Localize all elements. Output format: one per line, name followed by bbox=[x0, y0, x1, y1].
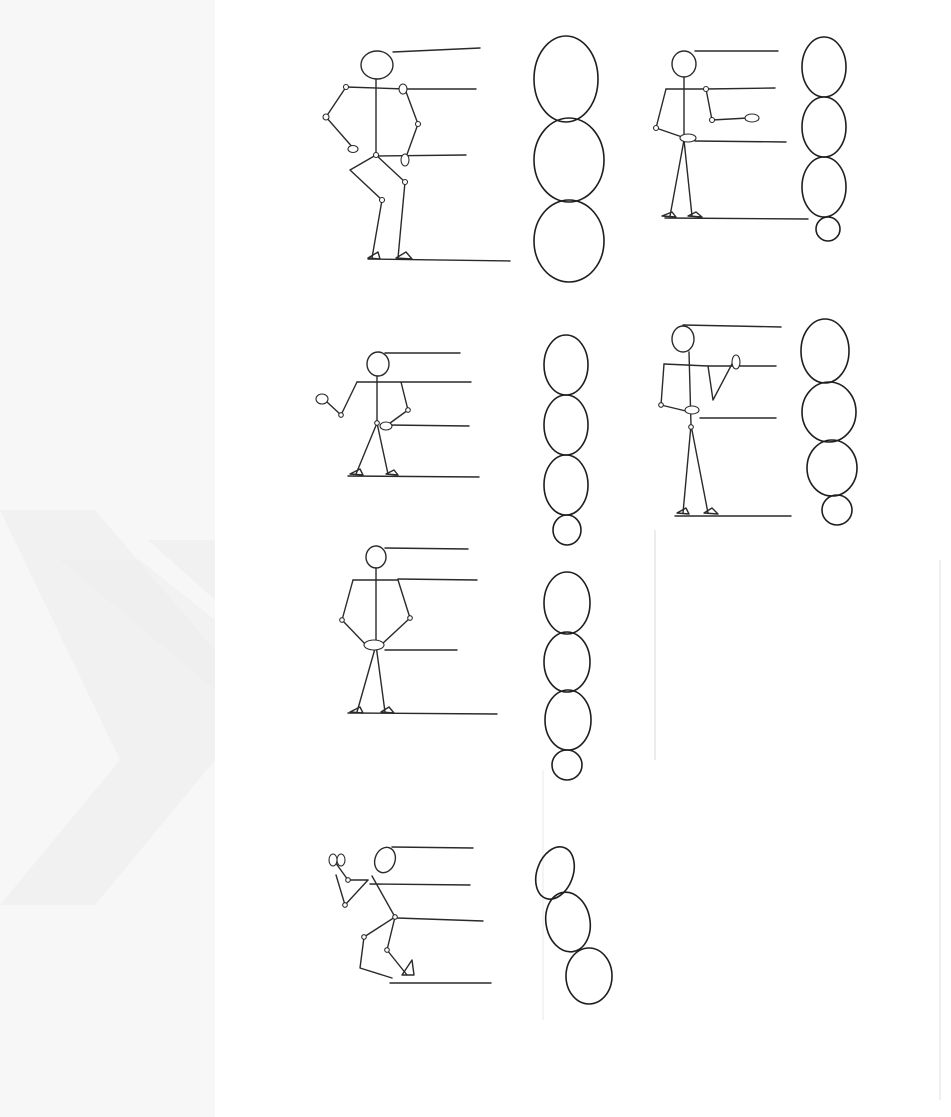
shoulder-guide-line bbox=[370, 884, 470, 885]
ground-line bbox=[348, 713, 497, 714]
ground-line bbox=[665, 218, 808, 219]
ground-line bbox=[348, 476, 479, 477]
hip-guide-line bbox=[378, 155, 466, 156]
head-guide-line bbox=[385, 548, 468, 549]
shoulder-guide-line bbox=[706, 88, 775, 89]
hip-guide-line bbox=[695, 141, 786, 142]
hip-guide-line bbox=[388, 425, 469, 426]
head-guide-line bbox=[392, 847, 473, 848]
shoulder-guide-line bbox=[398, 579, 477, 580]
